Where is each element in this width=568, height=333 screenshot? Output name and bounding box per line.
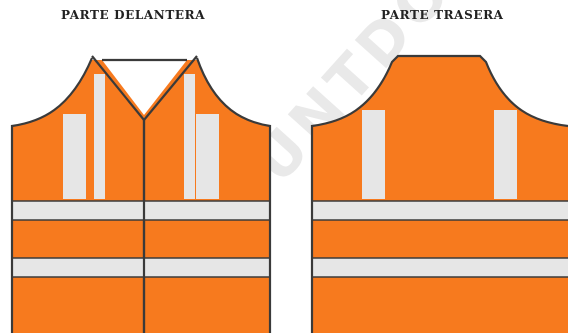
front-lower-band [12, 258, 270, 277]
back-upper-band [312, 201, 568, 220]
front-right-inner-strip [184, 74, 195, 199]
back-label: PARTE TRASERA [381, 8, 504, 22]
front-vest-outline [10, 57, 272, 333]
front-collar [102, 60, 187, 115]
front-vest [10, 55, 272, 333]
front-right-outer-strip [196, 114, 219, 199]
back-vest [310, 54, 568, 333]
front-left-inner-strip [94, 74, 105, 199]
back-lower-band [312, 258, 568, 277]
back-left-strip [362, 110, 385, 199]
front-left-outer-strip [63, 114, 86, 199]
front-label: PARTE DELANTERA [61, 8, 206, 22]
back-right-strip [494, 110, 517, 199]
back-vest-outline [310, 54, 568, 333]
front-upper-band [12, 201, 270, 220]
back-vest-body [312, 56, 568, 333]
